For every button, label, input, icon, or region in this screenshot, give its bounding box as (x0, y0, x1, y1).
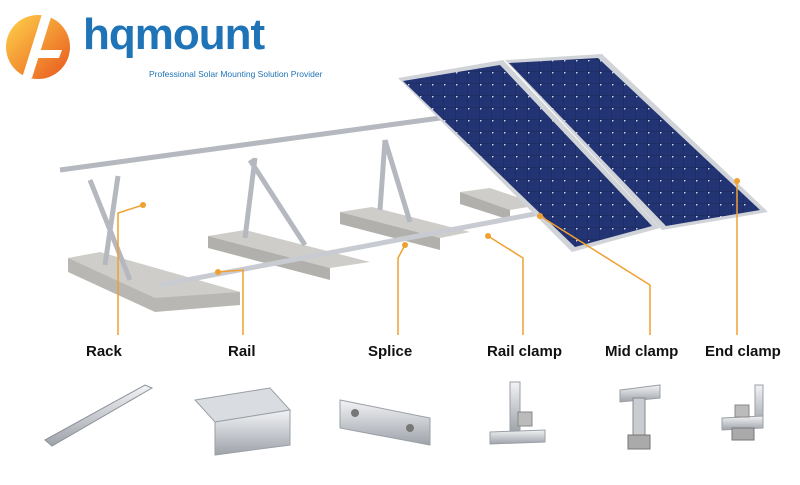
leader-dots (140, 178, 740, 275)
label-splice: Splice (368, 343, 413, 360)
brand-tagline: Professional Solar Mounting Solution Pro… (149, 69, 323, 79)
label-rack: Rack (86, 343, 122, 360)
end-clamp-thumbnail (721, 384, 764, 441)
rail-clamp-thumbnail (489, 381, 546, 445)
concrete-blocks (68, 188, 540, 312)
label-end-clamp: End clamp (705, 343, 781, 360)
rack-thumbnail (44, 384, 154, 447)
label-rail: Rail (228, 343, 256, 360)
solar-panels (398, 54, 768, 252)
mid-clamp-thumbnail (619, 384, 661, 450)
rail-thumbnail (194, 387, 291, 456)
logo-emblem (6, 14, 70, 79)
leader-lines (117, 181, 738, 335)
rack-frames (59, 115, 546, 288)
label-mid-clamp: Mid clamp (605, 343, 679, 360)
label-rail-clamp: Rail clamp (487, 343, 563, 360)
brand-logo-text: hqmount (83, 10, 265, 59)
splice-thumbnail (339, 399, 431, 446)
